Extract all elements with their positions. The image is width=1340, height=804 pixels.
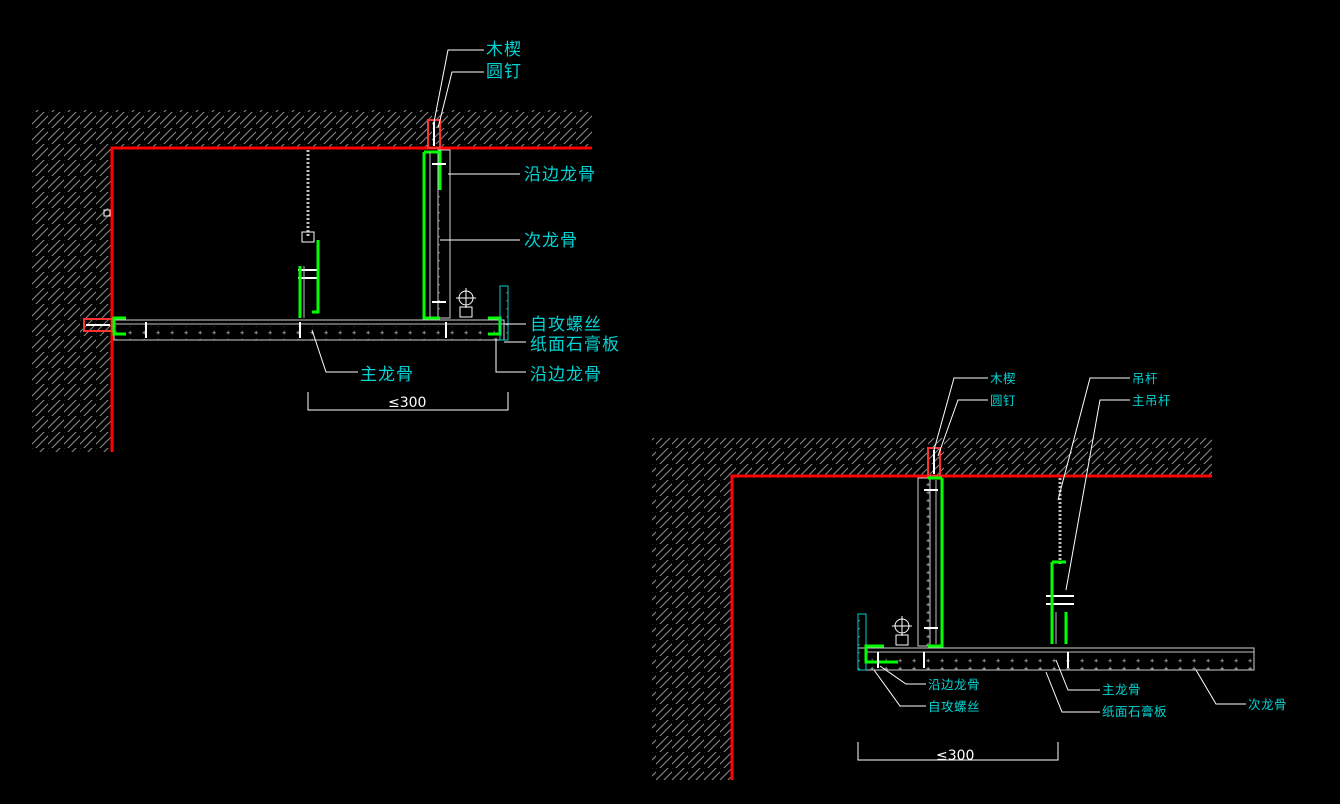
label-edge-keel-b: 沿边龙骨 — [928, 677, 980, 692]
trim-strip-b — [857, 613, 867, 671]
label-main-hanger-b: 主吊杆 — [1132, 393, 1171, 408]
label-self-tapping-screw-b: 自攻螺丝 — [928, 699, 980, 714]
label-main-keel-a: 主龙骨 — [360, 365, 414, 385]
anchor-symbol-b — [892, 616, 912, 646]
dimension-b: ≤300 — [857, 742, 1059, 764]
edge-keel-left-a — [112, 316, 126, 336]
vertical-board-b — [917, 477, 931, 647]
marker-square-a — [103, 209, 111, 217]
wall-line-b — [730, 474, 1212, 780]
label-self-tapping-screw-a: 自攻螺丝 — [530, 315, 602, 335]
leaders-b — [873, 377, 1246, 713]
wood-wedge-wall-a — [83, 318, 113, 332]
main-keel-b — [1050, 560, 1068, 644]
edge-keel-horizontal-b — [864, 644, 898, 664]
label-wood-wedge-a: 木楔 — [486, 40, 522, 60]
label-round-nail-a: 圆钉 — [486, 62, 522, 82]
label-edge-keel-bottom-a: 沿边龙骨 — [530, 365, 602, 385]
vertical-board-a — [437, 149, 451, 319]
edge-keel-vertical-b — [928, 476, 944, 648]
label-gypsum-board-b: 纸面石膏板 — [1102, 704, 1167, 719]
label-secondary-keel-a: 次龙骨 — [524, 231, 578, 251]
hanger-rod-b — [1046, 478, 1074, 605]
label-edge-keel-top-a: 沿边龙骨 — [524, 165, 596, 185]
hanger-rod-a — [298, 150, 318, 279]
label-hanger-rod-b: 吊杆 — [1132, 371, 1158, 386]
concrete-hatch-a — [32, 110, 592, 452]
label-secondary-keel-b: 次龙骨 — [1248, 697, 1287, 712]
dimension-a: ≤300 — [307, 392, 509, 411]
label-round-nail-b: 圆钉 — [990, 393, 1016, 408]
label-wood-wedge-b: 木楔 — [990, 371, 1016, 386]
board-screws-a — [145, 322, 447, 338]
label-gypsum-board-a: 纸面石膏板 — [530, 334, 620, 355]
wood-wedge-b — [927, 447, 941, 477]
concrete-hatch-b — [652, 438, 1212, 780]
detail-a: ≤300 木楔 圆钉 沿边龙骨 次龙骨 自攻螺丝 纸面石膏板 主龙骨 沿边龙骨 — [32, 40, 620, 452]
dimension-text-b: ≤300 — [936, 748, 974, 764]
wall-line-a — [110, 146, 592, 452]
edge-keel-top-a — [422, 150, 442, 320]
board-screws-b — [877, 652, 1069, 668]
dimension-text-a: ≤300 — [388, 395, 426, 411]
leaders-a — [311, 49, 526, 373]
detail-b: ≤300 木楔 圆钉 吊杆 主吊杆 沿边龙骨 自攻螺丝 主龙骨 纸面石膏板 次龙… — [652, 371, 1287, 780]
label-main-keel-b: 主龙骨 — [1102, 682, 1141, 697]
anchor-symbol-a — [456, 288, 476, 318]
trim-strip-a — [499, 285, 509, 341]
main-keel-a — [298, 240, 320, 318]
